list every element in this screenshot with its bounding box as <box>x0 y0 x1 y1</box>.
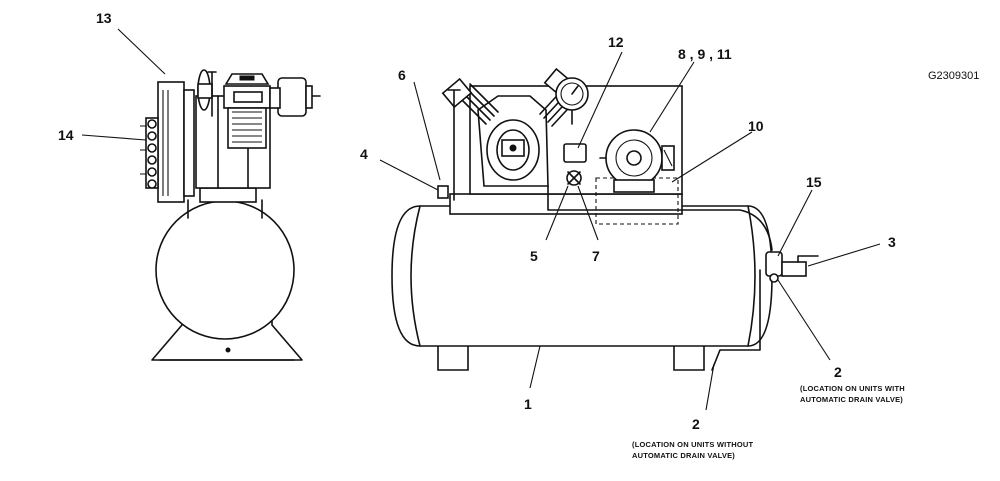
callout-6: 6 <box>398 67 406 83</box>
note-auto-drain-line2: AUTOMATIC DRAIN VALVE) <box>800 395 903 404</box>
callout-8-9-11: 8 , 9 , 11 <box>678 46 732 62</box>
motor-end-view <box>277 77 307 117</box>
callout-4: 4 <box>360 146 368 162</box>
callout-13: 13 <box>96 10 112 26</box>
drain-valve-assembly <box>765 251 819 283</box>
tank-end-view <box>155 200 295 340</box>
callout-14: 14 <box>58 127 74 143</box>
callout-10: 10 <box>748 118 764 134</box>
callout-2-auto-drain: 2 <box>834 364 842 380</box>
pressure-switch <box>563 143 587 163</box>
note-auto-drain-line1: (LOCATION ON UNITS WITH <box>800 384 905 393</box>
note-no-auto-drain-line1: (LOCATION ON UNITS WITHOUT <box>632 440 754 449</box>
motor <box>599 129 675 193</box>
callout-1: 1 <box>524 396 532 412</box>
pump <box>441 67 579 187</box>
callout-15: 15 <box>806 174 822 190</box>
callout-7: 7 <box>592 248 600 264</box>
control-panel-fittings <box>140 117 159 189</box>
receiver-tank <box>391 205 773 347</box>
end-view: 13 14 <box>58 10 321 361</box>
note-no-auto-drain-line2: AUTOMATIC DRAIN VALVE) <box>632 451 735 460</box>
callout-12: 12 <box>608 34 624 50</box>
callout-3: 3 <box>888 234 896 250</box>
pressure-gauge <box>555 77 589 125</box>
figure-id: G2309301 <box>928 70 979 82</box>
callout-2-no-auto-drain: 2 <box>692 416 700 432</box>
belt-guard <box>157 81 185 203</box>
callout-5: 5 <box>530 248 538 264</box>
side-view: 1 2 2 3 4 5 6 7 8 , 9 , 11 10 12 15 (LOC… <box>360 34 905 460</box>
